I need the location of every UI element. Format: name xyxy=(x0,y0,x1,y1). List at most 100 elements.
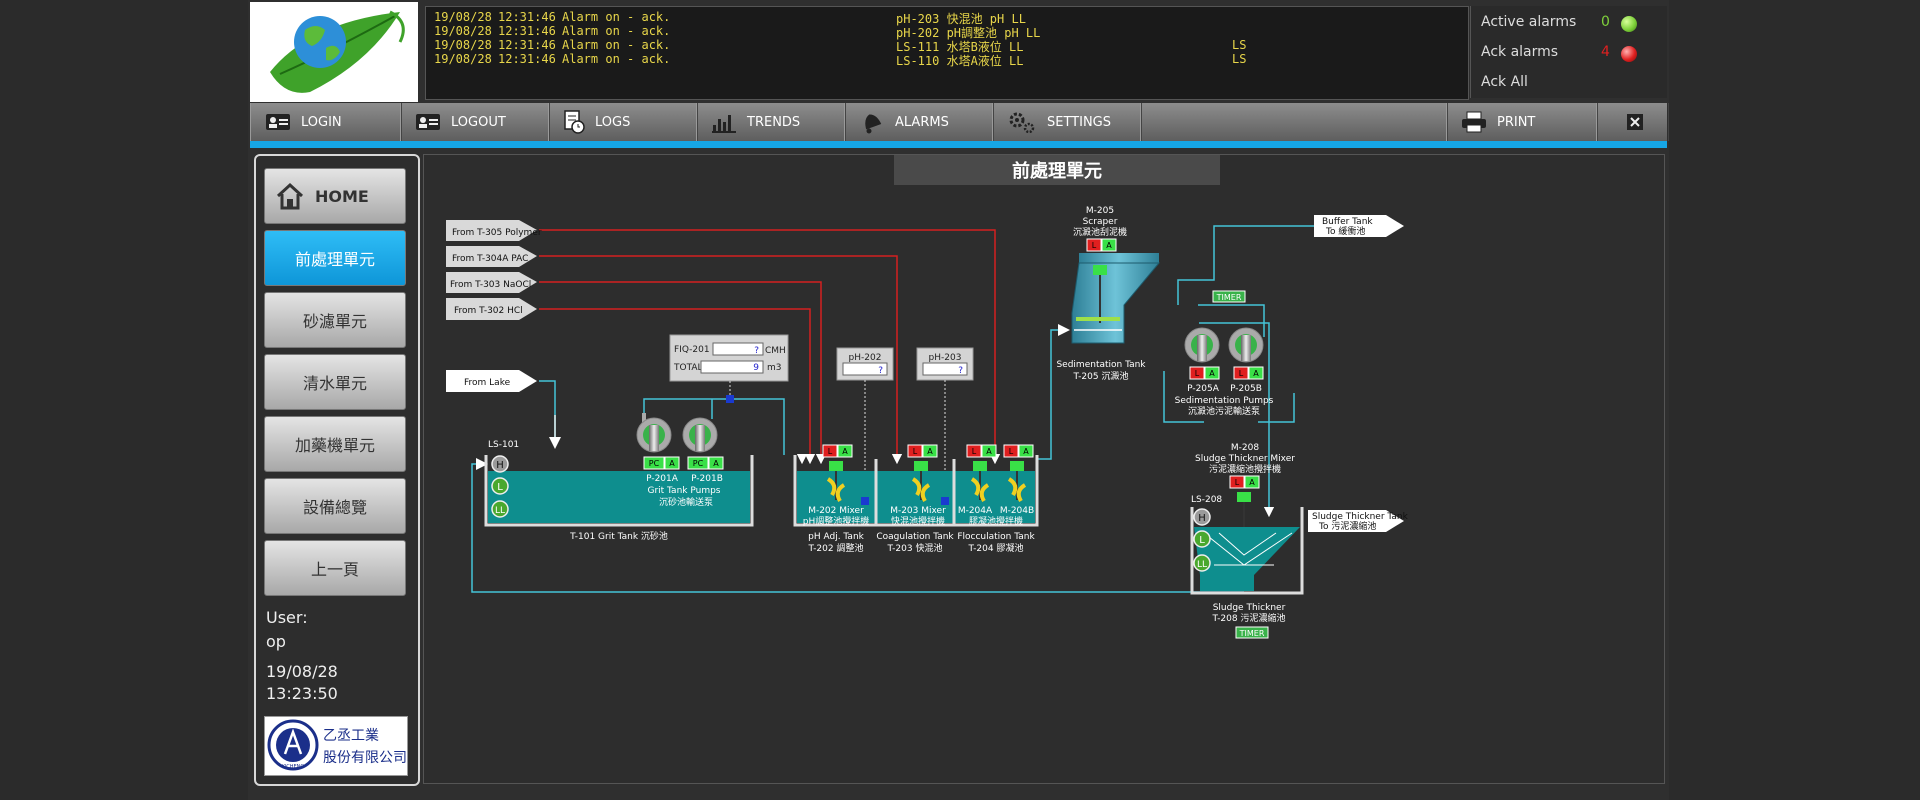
sedimentation-tank[interactable] xyxy=(1071,253,1161,344)
t208-name: Sludge Thickner xyxy=(1213,603,1286,613)
current-time: 13:23:50 xyxy=(266,684,338,703)
sidebar: HOME 前處理單元 砂濾單元 清水單元 加藥機單元 設備總覽 上一頁 User… xyxy=(254,154,420,786)
pump-p-201a[interactable]: PC A xyxy=(636,413,680,470)
tag-l: L xyxy=(1092,241,1097,250)
buffer-line2: To 緩衝池 xyxy=(1325,225,1365,237)
alarm-extra: LS xyxy=(1232,52,1247,66)
sidebar-item-equipment-overview[interactable]: 設備總覽 xyxy=(264,478,406,534)
ph202-label: pH-202 xyxy=(849,353,882,363)
tag-a: A xyxy=(1209,369,1215,378)
tag-a: A xyxy=(927,447,933,456)
ph203-sensor xyxy=(941,497,949,505)
ls101-label: LS-101 xyxy=(488,440,519,450)
sidebar-item-pretreatment[interactable]: 前處理單元 xyxy=(264,230,406,286)
t204-name: Flocculation Tank xyxy=(957,532,1035,542)
settings-label: SETTINGS xyxy=(1047,114,1112,130)
mixer-m-202[interactable]: L A M-202 Mixer pH調整池攪拌機 xyxy=(803,444,869,527)
timer-label: TIMER xyxy=(1216,293,1242,302)
mixer-m-204b[interactable]: L A M-204B xyxy=(1000,444,1034,516)
home-icon xyxy=(276,182,304,210)
alarm-list[interactable]: 19/08/28 12:31:46 Alarm on - ack. pH-203… xyxy=(425,6,1469,100)
ph-202-panel[interactable]: pH-202 ? xyxy=(836,347,894,381)
print-button[interactable]: PRINT xyxy=(1446,103,1598,141)
sidebar-item-label: HOME xyxy=(315,186,369,206)
sludge-thickner-tank[interactable] xyxy=(1190,507,1304,595)
trends-button[interactable]: TRENDS xyxy=(696,103,846,141)
sidebar-item-sand-filter[interactable]: 砂濾單元 xyxy=(264,292,406,348)
logout-button[interactable]: LOGOUT xyxy=(400,103,550,141)
t208-cn: T-208 污泥濃縮池 xyxy=(1212,612,1286,624)
user-label: User: xyxy=(266,608,308,627)
sidebar-item-dosing[interactable]: 加藥機單元 xyxy=(264,416,406,472)
tag-a: A xyxy=(986,447,992,456)
alarm-time: 12:31:46 xyxy=(498,52,556,66)
tag-a: A xyxy=(842,447,848,456)
flow-sensor xyxy=(726,395,734,403)
sidebar-item-home[interactable]: HOME xyxy=(264,168,406,224)
alarm-status: Alarm on - ack. xyxy=(562,10,671,24)
close-button[interactable] xyxy=(1596,103,1669,141)
ls208-level-switches: H L LL xyxy=(1193,508,1211,572)
sidebar-item-label: 清水單元 xyxy=(302,374,367,393)
mixer-m-203[interactable]: L A M-203 Mixer 快混池攪拌機 xyxy=(890,444,946,527)
ph-203-panel[interactable]: pH-203 ? xyxy=(916,347,974,381)
active-alarms-count: 0 xyxy=(1601,14,1610,30)
mixer-m203-cn: 快混池攪拌機 xyxy=(891,515,945,527)
ph203-label: pH-203 xyxy=(929,353,962,363)
logs-button[interactable]: LOGS xyxy=(548,103,698,141)
level-ll-text: LL xyxy=(495,506,505,516)
m205-cn: 沉澱池刮泥機 xyxy=(1073,226,1127,238)
timer-p205[interactable]: TIMER xyxy=(1212,290,1246,303)
alarm-date: 19/08/28 xyxy=(434,24,492,38)
alarm-time: 12:31:46 xyxy=(498,24,556,38)
process-lines xyxy=(471,225,1314,593)
source-naocl: From T-303 NaOCl xyxy=(446,272,537,293)
pump-a-tag: A xyxy=(713,459,719,468)
t204-cn: T-204 膠凝池 xyxy=(968,542,1024,554)
source-lake: From Lake xyxy=(446,370,537,392)
alarm-status-panel: Active alarms 0 Ack alarms 4 Ack All xyxy=(1470,6,1667,98)
printer-icon xyxy=(1462,111,1486,133)
ack-all-button[interactable]: Ack All xyxy=(1481,74,1528,90)
sidebar-item-label: 加藥機單元 xyxy=(294,436,375,455)
level-h-text: H xyxy=(1198,513,1206,524)
process-diagram: From T-305 Polymer From T-304A PAC From … xyxy=(446,206,1409,639)
accent-bar xyxy=(250,141,1667,148)
m208-name: Sludge Thickner Mixer xyxy=(1195,454,1295,464)
fiq-201-panel[interactable]: FIQ-201 ? CMH TOTAL 9 m3 xyxy=(669,334,789,382)
p205-cn: 沉澱池污泥輸送泵 xyxy=(1188,405,1260,417)
tag-l: L xyxy=(972,447,977,456)
alarms-button[interactable]: ALARMS xyxy=(844,103,994,141)
process-area: 前處理單元 xyxy=(423,154,1665,784)
ph202-sensor xyxy=(861,497,869,505)
thickner-out-line2: To 污泥濃縮池 xyxy=(1318,520,1376,532)
t205-cn: T-205 沉澱池 xyxy=(1073,370,1129,382)
scraper-m-205[interactable]: L A xyxy=(1086,238,1117,252)
source-pac-label: From T-304A PAC xyxy=(452,254,528,264)
login-button[interactable]: LOGIN xyxy=(250,103,402,141)
pump-pc-tag: PC xyxy=(649,459,660,468)
alarm-date: 19/08/28 xyxy=(434,10,492,24)
pump-p-205b[interactable]: L A xyxy=(1228,327,1264,380)
settings-button[interactable]: SETTINGS xyxy=(992,103,1142,141)
timer-t208[interactable]: TIMER xyxy=(1235,626,1269,639)
user-name: op xyxy=(266,632,286,651)
buffer-tank-outlet: Buffer Tank To 緩衝池 xyxy=(1314,215,1404,237)
active-alarms-indicator xyxy=(1621,16,1637,32)
t203-name: Coagulation Tank xyxy=(876,532,954,542)
source-polymer-label: From T-305 Polymer xyxy=(452,228,542,238)
pump-p-201b[interactable]: PC A xyxy=(682,417,724,470)
fiq-total-unit: m3 xyxy=(767,363,782,373)
fiq-total-label: TOTAL xyxy=(673,363,703,373)
alarm-time: 12:31:46 xyxy=(498,10,556,24)
ph203-value: ? xyxy=(958,366,963,376)
sidebar-item-clear-water[interactable]: 清水單元 xyxy=(264,354,406,410)
pump-p-201b-label: P-201B xyxy=(691,474,723,484)
current-date: 19/08/28 xyxy=(266,662,338,681)
sidebar-item-back[interactable]: 上一頁 xyxy=(264,540,406,596)
mixer-m-204a[interactable]: L A M-204A xyxy=(958,444,997,516)
grit-tank[interactable]: T-101 Grit Tank 沉砂池 xyxy=(484,455,754,542)
pump-p-205a[interactable]: L A xyxy=(1184,327,1220,380)
grit-tank-label: T-101 Grit Tank 沉砂池 xyxy=(569,530,668,542)
gears-icon xyxy=(1009,112,1035,134)
